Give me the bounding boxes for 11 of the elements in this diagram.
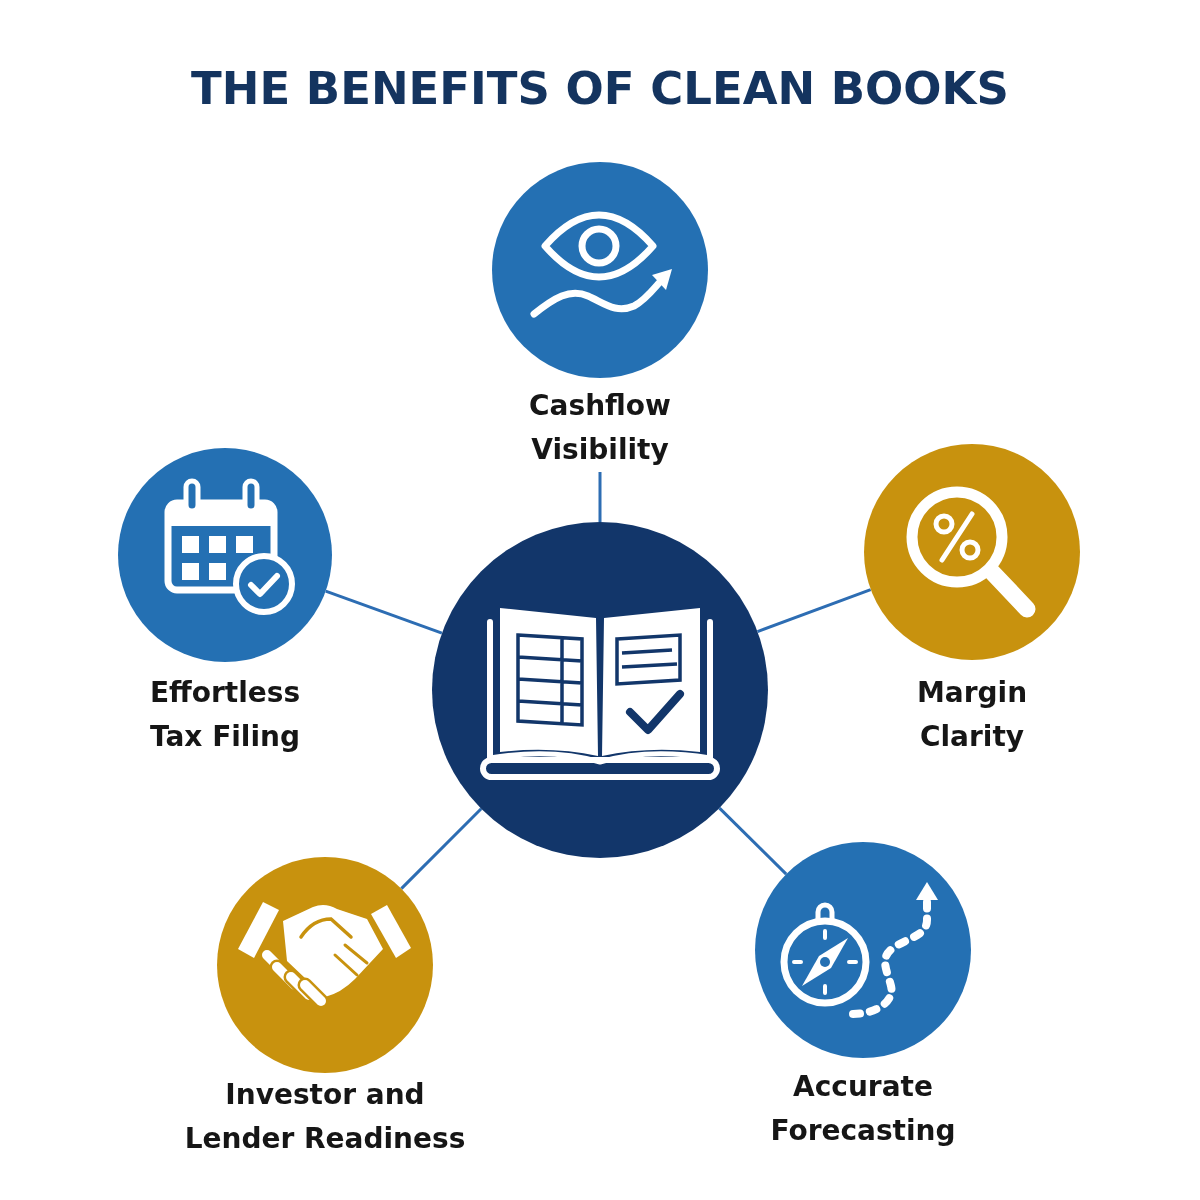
title: THE BENEFITS OF CLEAN BOOKS: [191, 66, 1009, 111]
benefit-label: Margin Clarity: [915, 675, 1029, 755]
benefit-label: Accurate Forecasting: [769, 1069, 957, 1149]
connector-line: [757, 588, 872, 633]
benefit-label: Effortless Tax Filing: [148, 675, 302, 755]
connector-line: [400, 807, 483, 890]
benefit-label: Investor and Lender Readiness: [183, 1077, 467, 1157]
connector-line: [325, 589, 443, 635]
connector-line: [598, 472, 602, 522]
connector-line: [718, 807, 788, 876]
benefit-label: Cashflow Visibility: [528, 388, 672, 468]
